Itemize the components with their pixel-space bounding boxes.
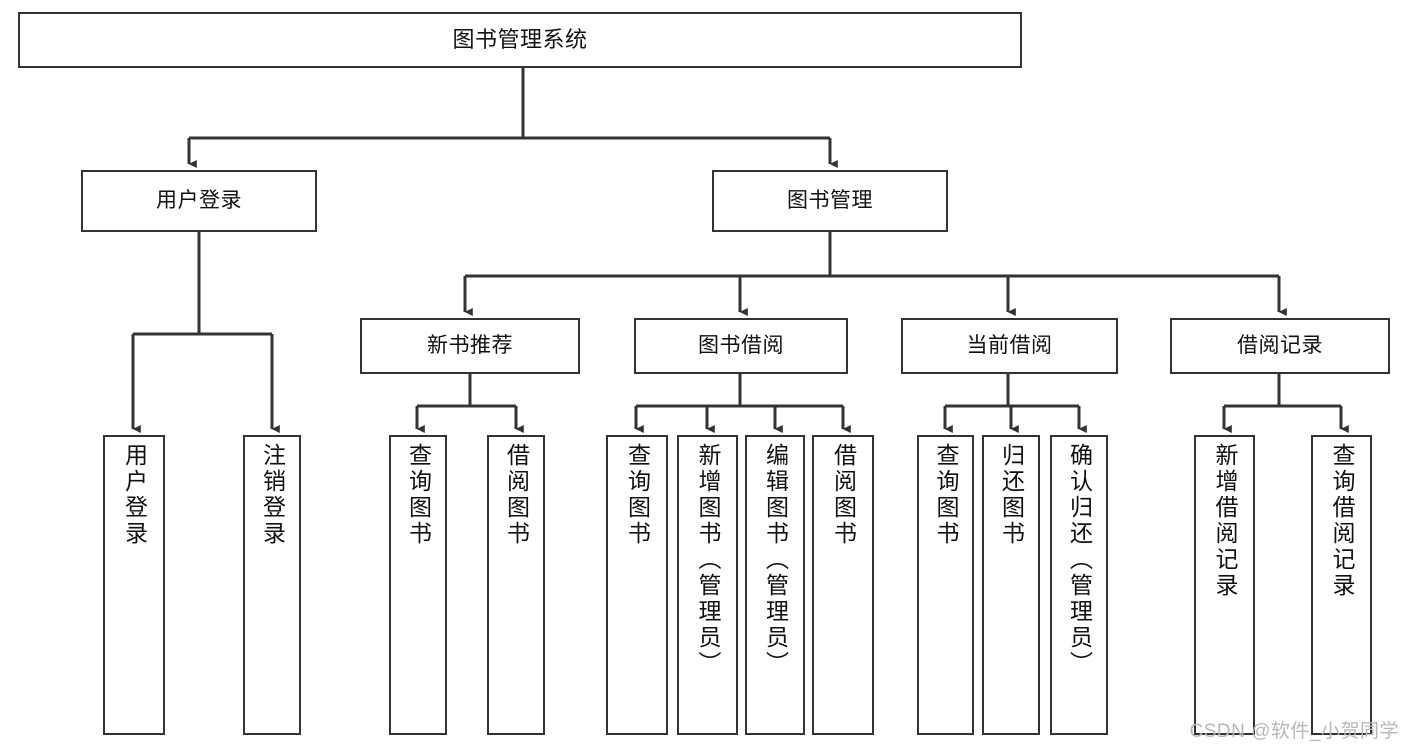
- node-leaf-add-book-admin[interactable]: 新增图书（管理员）: [677, 435, 738, 735]
- node-leaf-query-book-current-label: 查询图书: [933, 443, 959, 547]
- node-leaf-return-book-label: 归还图书: [998, 443, 1025, 547]
- node-leaf-borrow-book-rec[interactable]: 借阅图书: [487, 435, 545, 735]
- node-new-book-recommend-label: 新书推荐: [427, 333, 513, 357]
- node-root-label: 图书管理系统: [452, 27, 588, 53]
- node-user-login-label: 用户登录: [156, 188, 242, 212]
- node-book-borrow-label: 图书借阅: [698, 333, 784, 357]
- node-leaf-query-book-rec[interactable]: 查询图书: [389, 435, 447, 735]
- node-borrow-record-label: 借阅记录: [1237, 333, 1323, 357]
- node-leaf-logout-label: 注销登录: [259, 443, 286, 547]
- node-leaf-edit-book-admin-label: 编辑图书（管理员）: [762, 443, 789, 677]
- node-current-borrow[interactable]: 当前借阅: [901, 318, 1118, 374]
- csdn-watermark: CSDN @软件_小贺同学: [1189, 721, 1399, 742]
- node-root[interactable]: 图书管理系统: [18, 12, 1022, 68]
- node-leaf-add-borrow-record[interactable]: 新增借阅记录: [1194, 435, 1255, 735]
- node-borrow-record[interactable]: 借阅记录: [1170, 318, 1390, 374]
- node-book-management-label: 图书管理: [787, 188, 873, 212]
- node-leaf-add-book-admin-label: 新增图书（管理员）: [695, 443, 721, 677]
- node-current-borrow-label: 当前借阅: [966, 333, 1053, 357]
- node-leaf-confirm-return-admin[interactable]: 确认归还（管理员）: [1050, 435, 1108, 735]
- node-book-management[interactable]: 图书管理: [712, 170, 948, 232]
- node-leaf-borrow-book-rec-label: 借阅图书: [503, 443, 530, 547]
- node-leaf-logout[interactable]: 注销登录: [243, 435, 301, 735]
- node-leaf-query-book-rec-label: 查询图书: [405, 443, 432, 547]
- node-leaf-query-borrow-record-label: 查询借阅记录: [1329, 443, 1355, 599]
- node-new-book-recommend[interactable]: 新书推荐: [360, 318, 580, 374]
- node-user-login[interactable]: 用户登录: [81, 170, 317, 232]
- node-leaf-add-borrow-record-label: 新增借阅记录: [1212, 443, 1238, 599]
- node-leaf-borrow-book-label: 借阅图书: [830, 443, 857, 547]
- node-leaf-query-book-current[interactable]: 查询图书: [917, 435, 974, 735]
- node-leaf-confirm-return-admin-label: 确认归还（管理员）: [1066, 443, 1093, 677]
- node-leaf-edit-book-admin[interactable]: 编辑图书（管理员）: [745, 435, 805, 735]
- node-leaf-query-book-borrow-label: 查询图书: [624, 443, 651, 547]
- node-book-borrow[interactable]: 图书借阅: [634, 318, 848, 374]
- node-leaf-user-login-label: 用户登录: [121, 443, 148, 547]
- node-leaf-query-book-borrow[interactable]: 查询图书: [606, 435, 668, 735]
- node-leaf-borrow-book[interactable]: 借阅图书: [812, 435, 874, 735]
- node-leaf-return-book[interactable]: 归还图书: [982, 435, 1040, 735]
- node-leaf-user-login[interactable]: 用户登录: [103, 435, 165, 735]
- node-leaf-query-borrow-record[interactable]: 查询借阅记录: [1311, 435, 1372, 735]
